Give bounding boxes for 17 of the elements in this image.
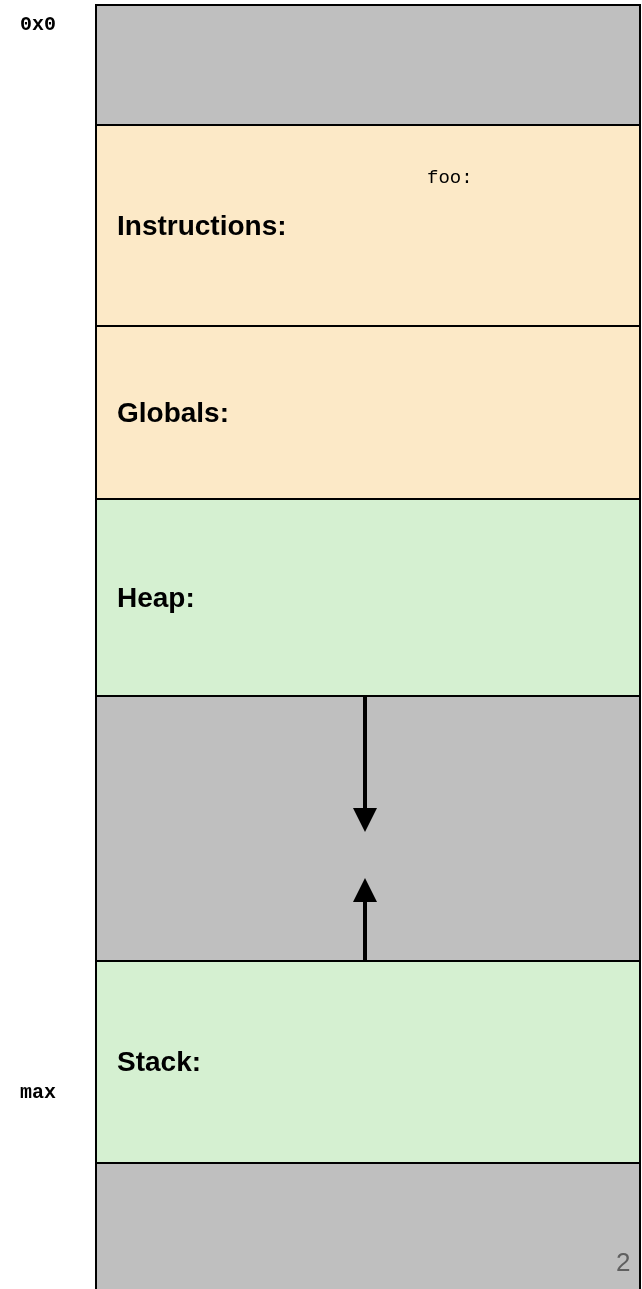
memory-segment <box>95 498 641 697</box>
memory-segment <box>95 124 641 327</box>
memory-segment <box>95 960 641 1164</box>
growth-arrow <box>353 697 377 832</box>
memory-segment <box>95 695 641 962</box>
memory-segment <box>95 4 641 126</box>
growth-arrow <box>353 878 377 960</box>
segment-label: Instructions: <box>117 208 287 243</box>
address-label: 0x0 <box>20 12 56 38</box>
memory-segment <box>95 325 641 500</box>
memory-segment <box>95 1162 641 1289</box>
segment-label: Globals: <box>117 395 229 430</box>
code-label: foo: <box>427 166 473 191</box>
segment-label: Heap: <box>117 580 195 615</box>
page-number: 2 <box>616 1246 631 1279</box>
address-label: max <box>20 1080 56 1106</box>
segment-label: Stack: <box>117 1045 202 1079</box>
